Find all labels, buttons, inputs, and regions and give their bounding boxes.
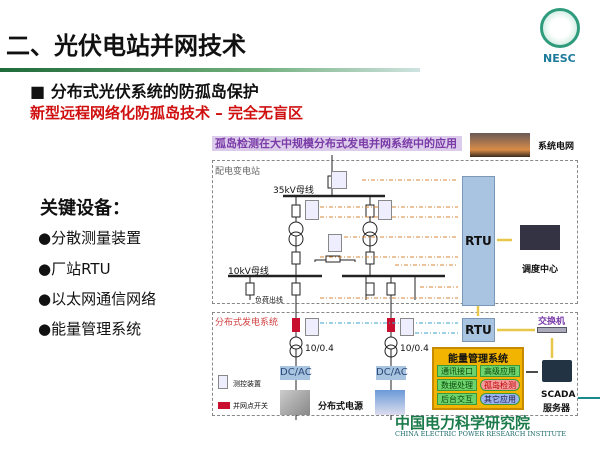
ems-module: 通讯接口 (437, 365, 477, 377)
dg-source-label: 分布式电源 (318, 402, 364, 412)
meter-device-icon (305, 318, 319, 336)
diagram-banner: 孤岛检测在大中规模分布式发电并网系统中的应用 (212, 136, 462, 151)
dg-system-box (212, 312, 578, 416)
key-equipment-item: ●以太网通信网络 (38, 290, 157, 308)
ratio-label: 10/0.4 (400, 344, 429, 354)
ratio-label: 10/0.4 (305, 344, 334, 354)
grid-photo (470, 133, 530, 157)
section-subtitle: 新型远程网络化防孤岛技术 – 完全无盲区 (30, 104, 303, 122)
ems-module: 高级应用 (480, 365, 520, 377)
footer-institute-en: CHINA ELECTRIC POWER RESEARCH INSTITUTE (395, 430, 566, 438)
dispatch-center-photo (520, 225, 560, 250)
key-equipment-item: ●分散测量装置 (38, 229, 142, 247)
ems-title: 能量管理系统 (448, 354, 508, 365)
section-heading-text: 分布式光伏系统的防孤岛保护 (50, 82, 259, 101)
legend-meter-icon (218, 375, 228, 389)
bus-10kv-label: 10kV母线 (228, 267, 269, 277)
footer-institute-cn: 中国电力科学研究院 (395, 414, 531, 432)
legend-meter-label: 测控装置 (233, 380, 261, 388)
key-equipment-title: 关键设备： (40, 198, 130, 219)
legend-breaker-label: 并网点开关 (233, 402, 268, 410)
ems-module: 数据处理 (437, 379, 477, 391)
meter-device-icon (400, 318, 414, 336)
key-equipment-item: ●厂站RTU (38, 260, 111, 278)
ems-module: 其它应用 (480, 393, 520, 405)
substation-box (212, 160, 578, 304)
slide-title: 二、光伏电站并网技术 (6, 32, 246, 60)
dcac-inverter: DC/AC (376, 366, 408, 380)
scada-label: SCADA (541, 390, 576, 400)
meter-device-icon (328, 234, 342, 252)
server-label: 服务器 (543, 404, 571, 414)
dg-system-label: 分布式发电系统 (215, 318, 279, 328)
legend-breaker-icon (218, 402, 230, 409)
bus-35kv-label: 35kV母线 (273, 186, 314, 196)
grid-label: 系统电网 (538, 142, 575, 152)
meter-device-icon (378, 200, 392, 220)
key-equipment-item: ●能量管理系统 (38, 320, 142, 338)
nesc-logo-text: NESC (543, 52, 576, 65)
meter-device-icon (305, 200, 319, 220)
rtu-dg: RTU (462, 318, 495, 342)
meter-device-icon (331, 171, 347, 189)
title-divider (0, 68, 420, 72)
switch-label: 交换机 (538, 317, 566, 327)
load-line-label: 负荷出线 (255, 296, 283, 304)
pv-panel-photo (280, 390, 310, 415)
wind-farm-photo (375, 390, 405, 415)
dcac-inverter: DC/AC (280, 366, 312, 380)
scada-computer-icon (542, 360, 572, 382)
nesc-logo-icon (540, 8, 580, 48)
dispatch-center-label: 调度中心 (522, 265, 559, 275)
ems-module-island-detection: 孤岛检测 (480, 379, 520, 391)
rtu-main: RTU (462, 176, 495, 306)
ems-module: 后台交互 (437, 393, 477, 405)
energy-management-system: 能量管理系统 通讯接口 高级应用 数据处理 孤岛检测 后台交互 其它应用 (432, 347, 524, 410)
switch-icon (537, 327, 567, 333)
substation-label: 配电变电站 (215, 167, 261, 177)
section-heading: ■ 分布式光伏系统的防孤岛保护 (30, 82, 259, 101)
